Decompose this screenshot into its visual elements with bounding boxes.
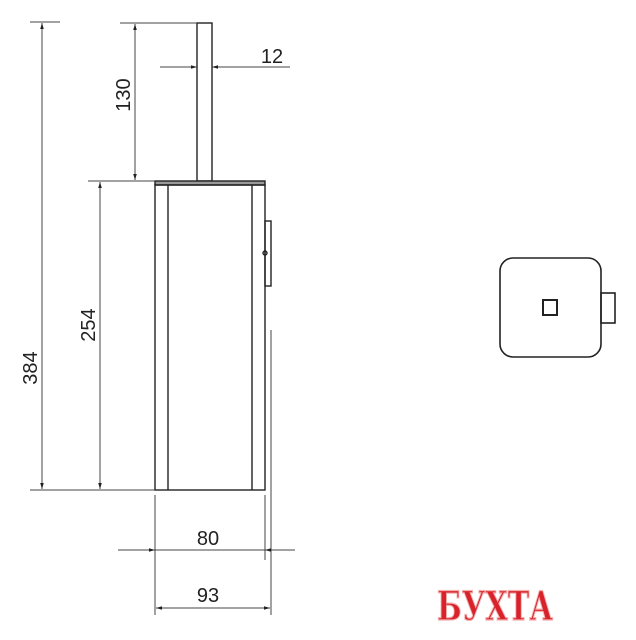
dim-80: 80 bbox=[197, 528, 219, 550]
dim-12: 12 bbox=[261, 46, 283, 68]
brush-handle bbox=[196, 22, 213, 182]
dim-130: 130 bbox=[113, 78, 135, 111]
dim-93: 93 bbox=[197, 585, 219, 607]
wall-bracket bbox=[264, 220, 272, 287]
screw-hole bbox=[262, 250, 268, 256]
top-view bbox=[499, 257, 616, 358]
dim-254: 254 bbox=[78, 308, 100, 341]
dim-384: 384 bbox=[20, 351, 42, 384]
logo: БУХТА bbox=[437, 583, 553, 630]
holder-body bbox=[154, 184, 266, 491]
